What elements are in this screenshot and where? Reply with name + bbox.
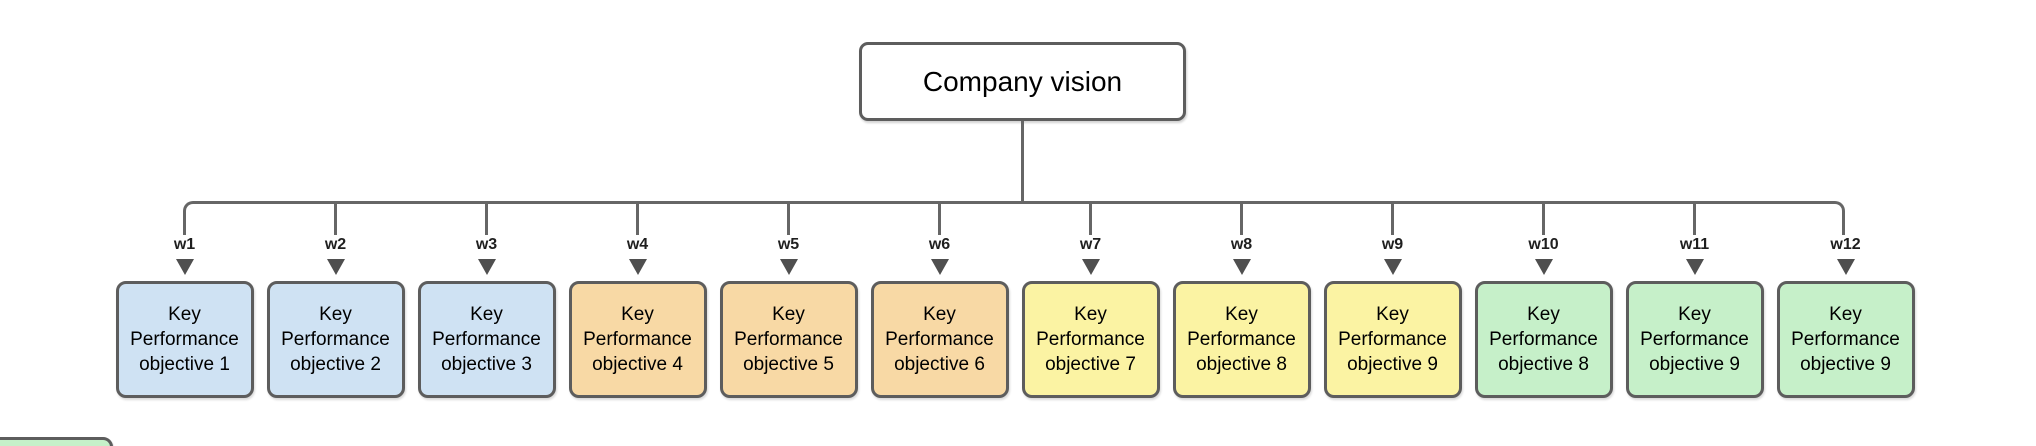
kpi-node-label: Key Performance objective 9 <box>1338 304 1447 375</box>
weight-label: w10 <box>1511 235 1576 254</box>
weight-label: w4 <box>605 235 670 254</box>
arrow-down-icon <box>1685 259 1704 275</box>
connector-drop-line <box>787 202 790 237</box>
weight-label: w3 <box>454 235 519 254</box>
kpi-node-label: Key Performance objective 7 <box>1036 304 1145 375</box>
connector-drop-line <box>1391 202 1394 237</box>
arrow-down-icon <box>1836 259 1855 275</box>
arrow-down-icon <box>1232 259 1251 275</box>
branch-rail-connector <box>183 201 1845 237</box>
weight-label: w6 <box>907 235 972 254</box>
trunk-connector-line <box>1021 121 1024 202</box>
arrow-down-icon <box>1534 259 1553 275</box>
kpi-node-label: Key Performance objective 6 <box>885 304 994 375</box>
kpi-node[interactable]: Key Performance objective 9 <box>1776 281 1915 398</box>
connector-drop-line <box>636 202 639 237</box>
partial-node-cutoff[interactable] <box>0 437 113 446</box>
connector-drop-line <box>1240 202 1243 237</box>
kpi-node-label: Key Performance objective 5 <box>734 304 843 375</box>
kpi-node-label: Key Performance objective 4 <box>583 304 692 375</box>
kpi-node[interactable]: Key Performance objective 9 <box>1625 281 1764 398</box>
weight-label: w11 <box>1662 235 1727 254</box>
company-vision-node[interactable]: Company vision <box>859 42 1186 121</box>
kpi-node[interactable]: Key Performance objective 3 <box>417 281 556 398</box>
weight-label: w5 <box>756 235 821 254</box>
kpi-node-label: Key Performance objective 1 <box>130 304 239 375</box>
kpi-node[interactable]: Key Performance objective 2 <box>266 281 405 398</box>
connector-drop-line <box>334 202 337 237</box>
kpi-node[interactable]: Key Performance objective 9 <box>1323 281 1462 398</box>
company-vision-label: Company vision <box>922 65 1123 97</box>
arrow-down-icon <box>930 259 949 275</box>
connector-drop-line <box>1542 202 1545 237</box>
kpi-node-label: Key Performance objective 8 <box>1187 304 1296 375</box>
weight-label: w12 <box>1813 235 1878 254</box>
weight-label: w9 <box>1360 235 1425 254</box>
weight-label: w8 <box>1209 235 1274 254</box>
weight-label: w2 <box>303 235 368 254</box>
kpi-node[interactable]: Key Performance objective 1 <box>115 281 254 398</box>
arrow-down-icon <box>779 259 798 275</box>
kpi-node-label: Key Performance objective 2 <box>281 304 390 375</box>
weight-label: w1 <box>152 235 217 254</box>
arrow-down-icon <box>477 259 496 275</box>
connector-drop-line <box>485 202 488 237</box>
arrow-down-icon <box>1383 259 1402 275</box>
connector-drop-line <box>1693 202 1696 237</box>
kpi-node-label: Key Performance objective 9 <box>1791 304 1900 375</box>
kpi-node[interactable]: Key Performance objective 6 <box>870 281 1009 398</box>
arrow-down-icon <box>326 259 345 275</box>
connector-drop-line <box>938 202 941 237</box>
arrow-down-icon <box>175 259 194 275</box>
arrow-down-icon <box>1081 259 1100 275</box>
weight-label: w7 <box>1058 235 1123 254</box>
kpi-node-label: Key Performance objective 9 <box>1640 304 1749 375</box>
kpi-node[interactable]: Key Performance objective 7 <box>1021 281 1160 398</box>
kpi-node-label: Key Performance objective 8 <box>1489 304 1598 375</box>
kpi-node[interactable]: Key Performance objective 8 <box>1474 281 1613 398</box>
connector-drop-line <box>1089 202 1092 237</box>
arrow-down-icon <box>628 259 647 275</box>
kpi-node[interactable]: Key Performance objective 8 <box>1172 281 1311 398</box>
kpi-node[interactable]: Key Performance objective 5 <box>719 281 858 398</box>
kpi-node[interactable]: Key Performance objective 4 <box>568 281 707 398</box>
kpi-node-label: Key Performance objective 3 <box>432 304 541 375</box>
